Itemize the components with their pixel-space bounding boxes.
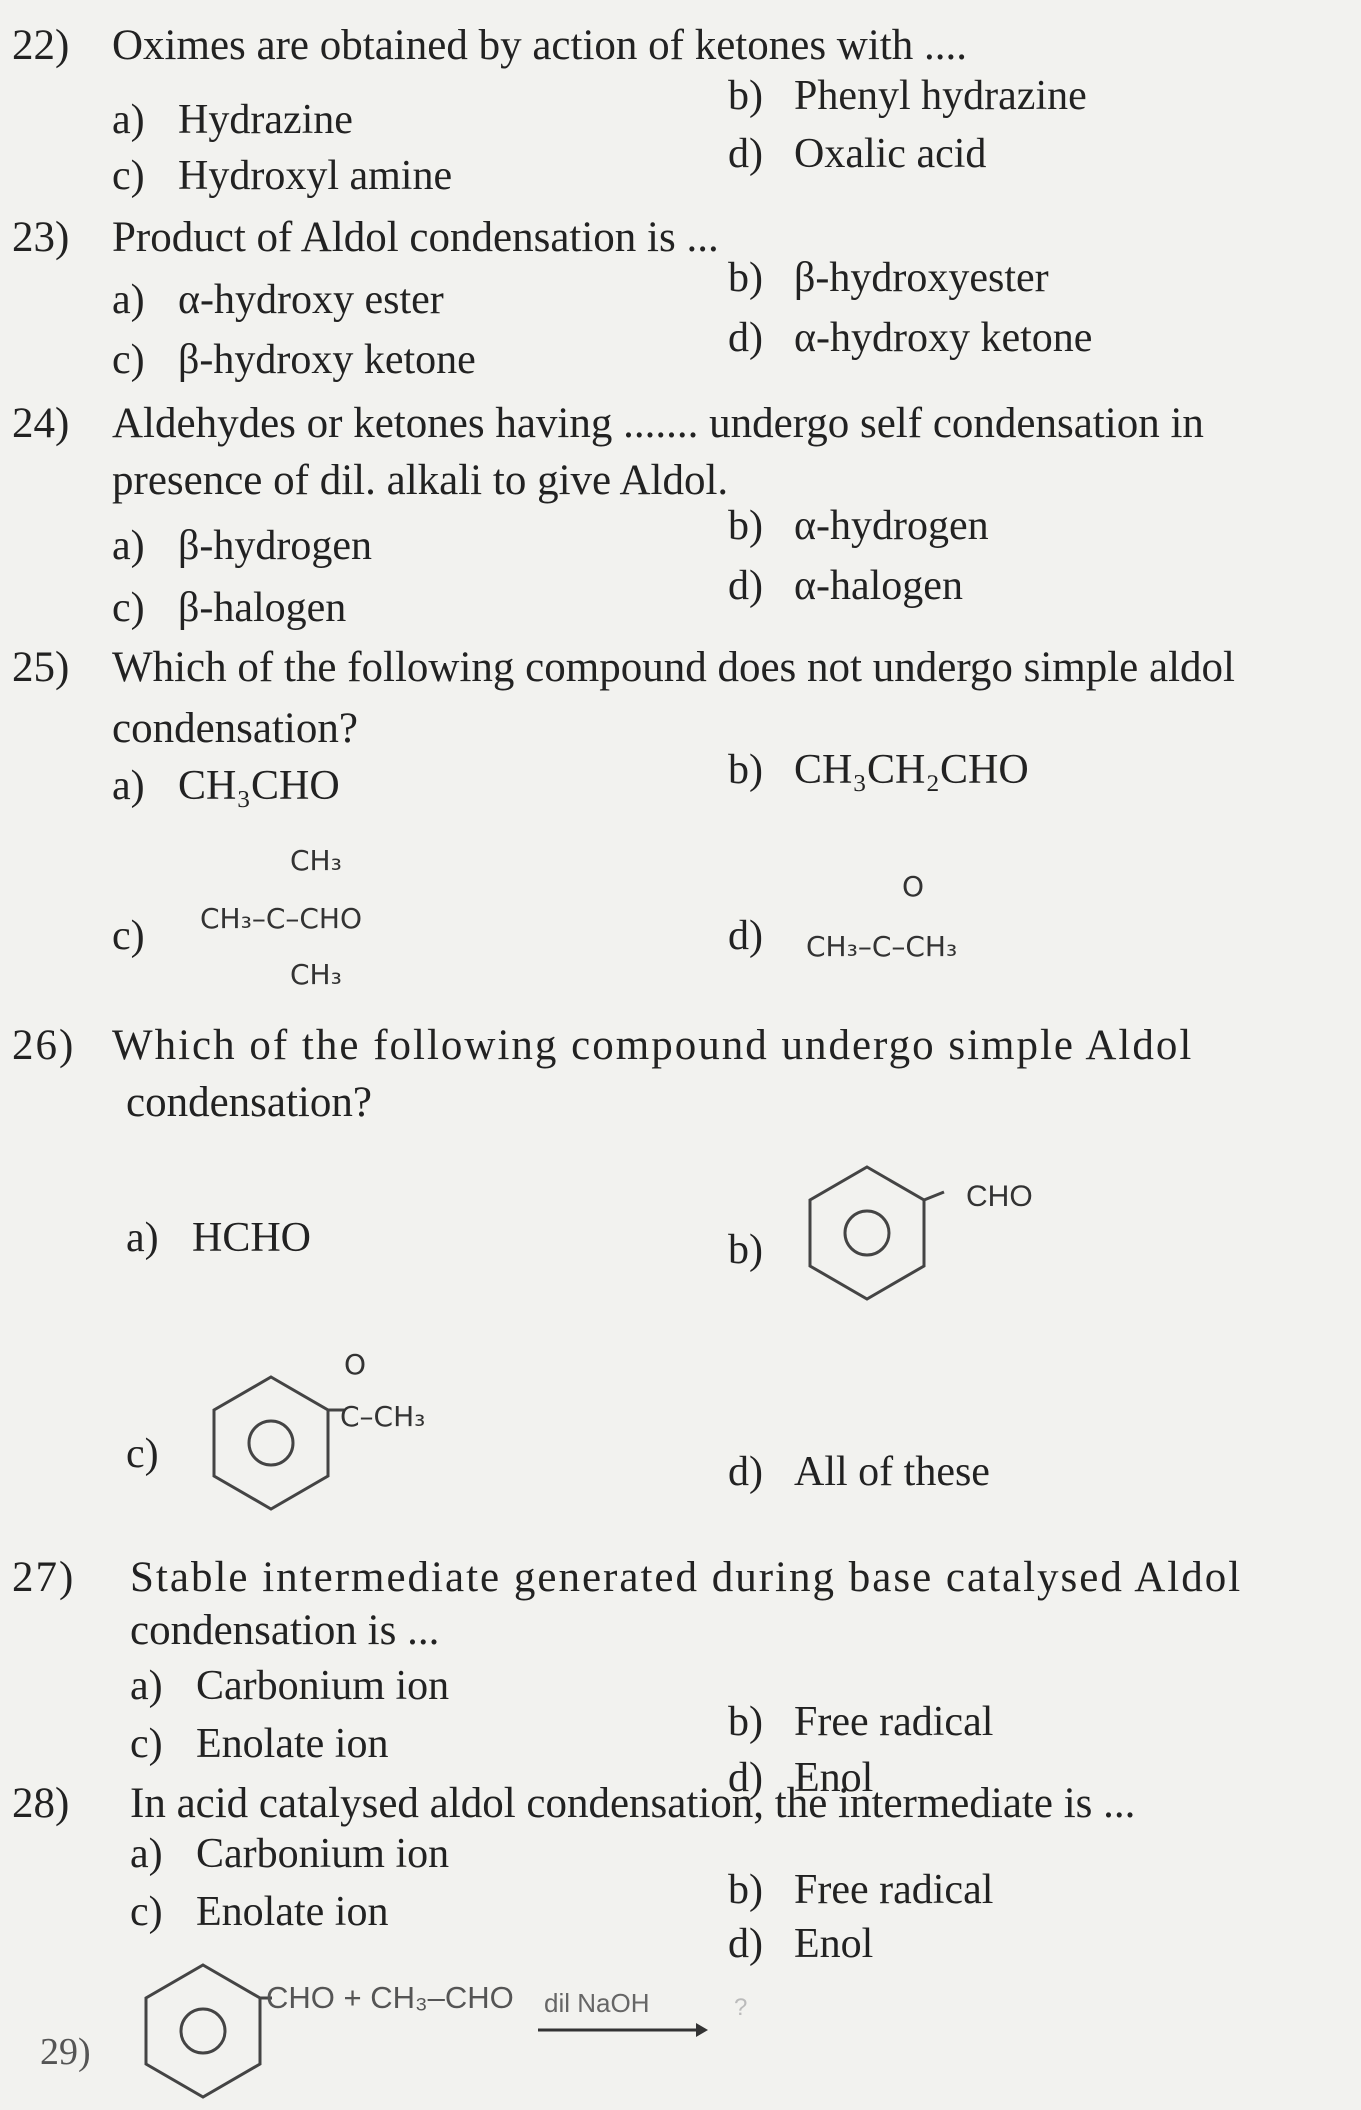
option-22-a[interactable]: a)Hydrazine bbox=[112, 97, 353, 143]
option-22-c[interactable]: c)Hydroxyl amine bbox=[112, 153, 453, 199]
option-26-b[interactable]: b) bbox=[728, 1227, 763, 1273]
option-24-d[interactable]: d)α-halogen bbox=[728, 563, 963, 609]
question-text: Oximes are obtained by action of ketones… bbox=[112, 22, 968, 69]
option-26-a[interactable]: a)HCHO bbox=[126, 1215, 312, 1261]
option-25-d[interactable]: d) bbox=[728, 913, 763, 959]
question-text: Which of the following compound does not… bbox=[112, 644, 1235, 691]
chem-methyl-top: CH₃ bbox=[290, 844, 342, 877]
option-27-d[interactable]: d)Enol bbox=[728, 1755, 874, 1801]
option-28-d[interactable]: d)Enol bbox=[728, 1921, 874, 1967]
option-24-a[interactable]: a)β-hydrogen bbox=[112, 523, 372, 569]
question-24: 24) Aldehydes or ketones having ....... u… bbox=[12, 398, 1204, 450]
benzene-ring-icon bbox=[144, 1963, 272, 2099]
question-29-number: 29) bbox=[40, 2031, 91, 2073]
chem-acetone: CH₃–C–CH₃ bbox=[806, 930, 958, 963]
option-25-a[interactable]: a)CH₃CHO bbox=[112, 763, 340, 809]
product-placeholder: ? bbox=[734, 1994, 748, 2021]
question-text: In acid catalysed aldol condensation, th… bbox=[130, 1780, 1136, 1827]
option-23-a[interactable]: a)α-hydroxy ester bbox=[112, 277, 444, 323]
chem-carbonyl-oxygen: O bbox=[902, 870, 925, 903]
option-23-c[interactable]: c)β-hydroxy ketone bbox=[112, 337, 476, 383]
option-26-c[interactable]: c) bbox=[126, 1431, 159, 1477]
option-22-b[interactable]: b)Phenyl hydrazine bbox=[728, 73, 1087, 119]
question-number: 25) bbox=[12, 644, 70, 691]
question-25: 25) Which of the following compound does … bbox=[12, 642, 1235, 694]
question-number: 27) bbox=[12, 1554, 76, 1601]
reaction-arrow-icon bbox=[538, 2023, 708, 2037]
option-23-d[interactable]: d)α-hydroxy ketone bbox=[728, 315, 1093, 361]
question-text: Aldehydes or ketones having ....... unde… bbox=[112, 400, 1204, 447]
question-text-continued: condensation? bbox=[112, 705, 358, 752]
option-28-a[interactable]: a)Carbonium ion bbox=[130, 1831, 450, 1877]
question-number: 23) bbox=[12, 214, 70, 261]
option-25-c[interactable]: c) bbox=[112, 913, 145, 959]
benzene-ring-icon bbox=[808, 1165, 945, 1301]
question-27: 27) Stable intermediate generated during … bbox=[12, 1552, 1242, 1604]
option-26-d[interactable]: d)All of these bbox=[728, 1449, 990, 1495]
chem-acetyl-group: C–CH₃ bbox=[340, 1400, 426, 1433]
benzene-ring-icon bbox=[212, 1375, 344, 1511]
option-27-c[interactable]: c)Enolate ion bbox=[130, 1721, 389, 1767]
question-text: Stable intermediate generated during bas… bbox=[130, 1554, 1243, 1601]
option-25-b[interactable]: b)CH₃CH₂CHO bbox=[728, 747, 1029, 793]
option-23-b[interactable]: b)β-hydroxyester bbox=[728, 255, 1049, 301]
option-22-d[interactable]: d)Oxalic acid bbox=[728, 131, 987, 177]
question-text-continued: presence of dil. alkali to give Aldol. bbox=[112, 457, 729, 504]
question-number: 26) bbox=[12, 1022, 76, 1069]
question-text: Which of the following compound undergo … bbox=[112, 1022, 1194, 1069]
option-27-b[interactable]: b)Free radical bbox=[728, 1699, 994, 1745]
question-number: 22) bbox=[12, 22, 70, 69]
question-number: 24) bbox=[12, 400, 70, 447]
question-number: 28) bbox=[12, 1780, 70, 1827]
question-28: 28) In acid catalysed aldol condensation,… bbox=[12, 1778, 1135, 1830]
option-27-a[interactable]: a)Carbonium ion bbox=[130, 1663, 450, 1709]
chem-carbonyl-oxygen: O bbox=[344, 1348, 367, 1381]
option-24-c[interactable]: c)β-halogen bbox=[112, 585, 347, 631]
chem-methyl-bottom: CH₃ bbox=[290, 958, 342, 991]
option-28-b[interactable]: b)Free radical bbox=[728, 1867, 994, 1913]
question-text-continued: condensation is ... bbox=[130, 1607, 440, 1654]
chem-tertbutyl-aldehyde: CH₃–C–CHO bbox=[200, 902, 363, 935]
question-text-continued: condensation? bbox=[126, 1079, 372, 1126]
question-23: 23) Product of Aldol condensation is ... bbox=[12, 212, 719, 264]
option-24-b[interactable]: b)α-hydrogen bbox=[728, 503, 989, 549]
question-text: Product of Aldol condensation is ... bbox=[112, 214, 719, 261]
option-28-c[interactable]: c)Enolate ion bbox=[130, 1889, 389, 1935]
question-26: 26) Which of the following compound under… bbox=[12, 1020, 1193, 1072]
chem-reactants: CHO + CH₃–CHO bbox=[266, 1980, 514, 2015]
reagent-label: dil NaOH bbox=[544, 1988, 650, 2018]
chem-aldehyde-group: CHO bbox=[966, 1180, 1033, 1213]
question-22: 22) Oximes are obtained by action of keto… bbox=[12, 20, 967, 72]
